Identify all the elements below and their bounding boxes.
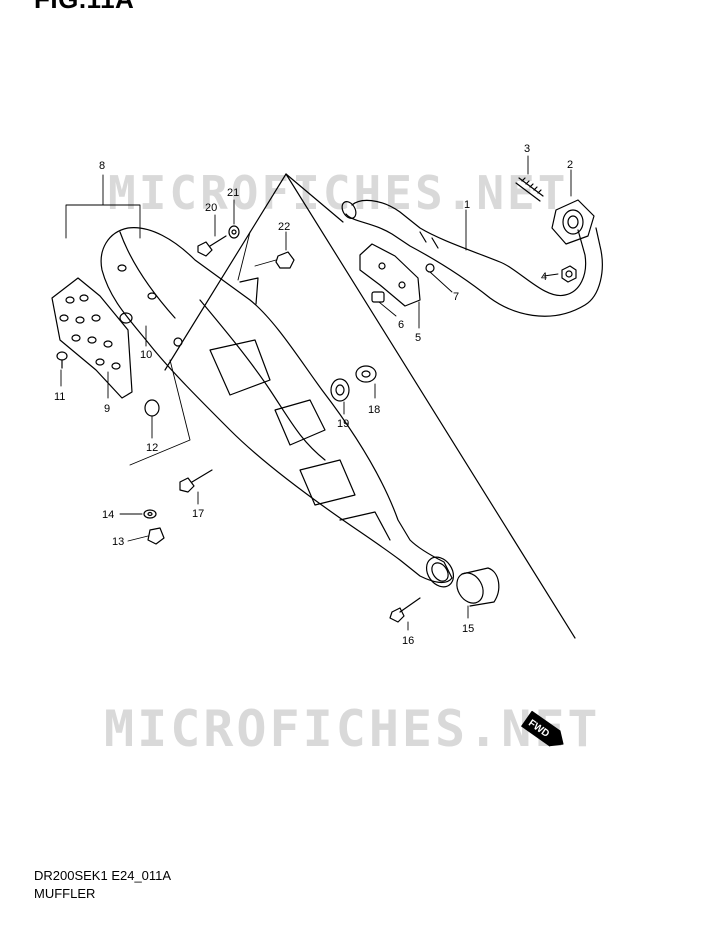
callout-17: 17 bbox=[192, 508, 204, 520]
exhaust-pipe bbox=[341, 199, 603, 317]
grommet-19 bbox=[330, 378, 350, 402]
exhaust-flange bbox=[551, 199, 595, 245]
figure-code: DR200SEK1 E24_011A bbox=[34, 868, 172, 883]
callout-15: 15 bbox=[462, 623, 474, 635]
figure-title: FIG.11A bbox=[34, 0, 134, 15]
bolt-20 bbox=[197, 235, 227, 257]
callouts: 1 2 3 4 5 6 7 8 9 10 11 12 13 14 15 16 1… bbox=[54, 143, 573, 647]
stud-bolt bbox=[515, 177, 544, 202]
collar bbox=[371, 291, 385, 303]
grommet-10 bbox=[119, 312, 133, 324]
callout-6: 6 bbox=[398, 319, 404, 331]
watermark-top: MICROFICHES.NET bbox=[108, 166, 569, 220]
callout-4: 4 bbox=[541, 271, 547, 283]
callout-10: 10 bbox=[140, 349, 152, 361]
bolt-17 bbox=[179, 469, 213, 493]
callout-18: 18 bbox=[368, 404, 380, 416]
watermark-bottom: MICROFICHES.NET bbox=[104, 700, 601, 758]
callout-13: 13 bbox=[112, 536, 124, 548]
nut-22 bbox=[275, 251, 295, 269]
callout-2: 2 bbox=[567, 159, 573, 171]
muffler-body bbox=[100, 227, 455, 588]
callout-3: 3 bbox=[524, 143, 530, 155]
callout-14: 14 bbox=[102, 509, 114, 521]
bolt-16 bbox=[389, 597, 421, 623]
callout-8: 8 bbox=[99, 160, 105, 172]
callout-12: 12 bbox=[146, 442, 158, 454]
washer-21 bbox=[228, 225, 240, 239]
tail-pipe-cap bbox=[456, 567, 500, 607]
screw-11 bbox=[56, 351, 68, 369]
forward-arrow-icon: FWD bbox=[521, 710, 564, 747]
callout-20: 20 bbox=[205, 202, 217, 214]
leader-lines bbox=[60, 155, 572, 631]
callout-1: 1 bbox=[464, 199, 470, 211]
callout-11: 11 bbox=[54, 391, 65, 403]
muffler-protector bbox=[51, 277, 133, 399]
callout-9: 9 bbox=[104, 403, 110, 415]
washer-7 bbox=[425, 263, 435, 273]
assembly-outline bbox=[164, 173, 576, 639]
washer-14 bbox=[143, 509, 157, 519]
callout-19: 19 bbox=[337, 418, 349, 430]
figure-name: MUFFLER bbox=[34, 886, 96, 901]
callout-16: 16 bbox=[402, 635, 414, 647]
callout-22: 22 bbox=[278, 221, 290, 233]
heat-shield-bracket bbox=[359, 243, 421, 307]
callout-21: 21 bbox=[227, 187, 239, 199]
bolt-13 bbox=[147, 527, 165, 545]
collar-18 bbox=[355, 365, 377, 383]
callout-7: 7 bbox=[453, 291, 459, 303]
collar-12 bbox=[144, 399, 160, 417]
flange-nut bbox=[561, 265, 577, 283]
callout-5: 5 bbox=[415, 332, 421, 344]
